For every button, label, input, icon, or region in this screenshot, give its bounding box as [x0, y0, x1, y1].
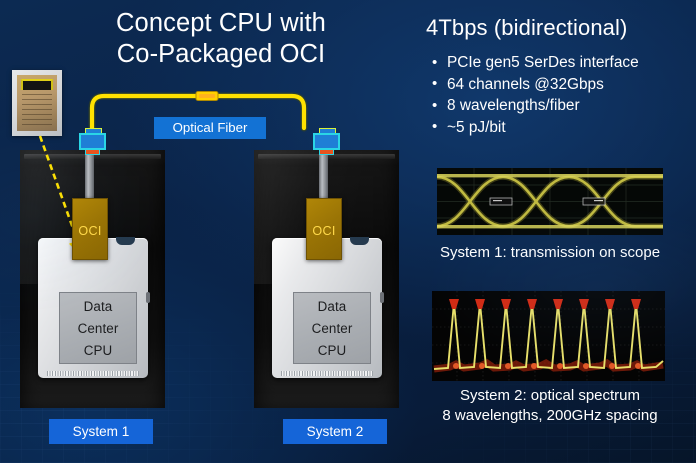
package-side-tab: [380, 292, 384, 303]
fiber-connector-2: [313, 128, 340, 157]
package-side-tab: [146, 292, 150, 303]
system-1-chassis: Data Center CPU OCI: [20, 138, 165, 408]
connector-body: [313, 133, 340, 150]
oci-chiplet-module: OCI: [306, 198, 342, 260]
ribbon-riser: [319, 143, 328, 203]
connector-latch: [319, 149, 334, 155]
page-title: Concept CPU with Co-Packaged OCI: [56, 8, 386, 70]
caption-line-1: System 2: optical spectrum: [459, 387, 641, 404]
cpu-die-line-3: CPU: [83, 343, 113, 358]
title-line-1: Concept CPU with: [116, 9, 326, 37]
oci-chiplet-module: OCI: [72, 198, 108, 260]
specs-heading: 4Tbps (bidirectional): [426, 15, 628, 40]
fiber-connector-1: [79, 128, 106, 157]
eye-diagram-caption: System 1: transmission on scope: [439, 244, 661, 261]
connector-body: [79, 133, 106, 150]
ribbon-riser: [85, 143, 94, 203]
module-fin-ridges: [22, 94, 52, 127]
package-notch: [350, 237, 369, 245]
system-2-badge: System 2: [283, 419, 387, 444]
specs-bullet-list: PCIe gen5 SerDes interface 64 channels @…: [430, 52, 692, 138]
optical-fiber-label: Optical Fiber: [154, 117, 266, 139]
system-2-chassis: Data Center CPU OCI: [254, 138, 399, 408]
title-line-2: Co-Packaged OCI: [116, 40, 326, 68]
list-item: 64 channels @32Gbps: [430, 73, 692, 96]
oci-module-inset-photo: [12, 70, 62, 136]
package-pins: [281, 371, 373, 376]
cpu-die-label: Data Center CPU: [59, 292, 137, 364]
system-1-badge: System 1: [49, 419, 153, 444]
cpu-die-line-1: Data: [83, 299, 113, 314]
cpu-package: Data Center CPU: [272, 237, 384, 378]
list-item: 8 wavelengths/fiber: [430, 95, 692, 117]
module-cap-strip: [21, 79, 53, 90]
eye-diagram-plot: [437, 168, 663, 235]
oci-label: OCI: [78, 224, 102, 238]
package-notch: [116, 237, 135, 245]
oci-label: OCI: [312, 224, 336, 238]
list-item: PCIe gen5 SerDes interface: [430, 52, 692, 74]
cpu-die-line-3: CPU: [317, 343, 347, 358]
connector-latch: [85, 149, 100, 155]
cpu-die-line-1: Data: [317, 299, 347, 314]
cpu-die-line-2: Center: [311, 321, 353, 336]
list-item: ~5 pJ/bit: [430, 116, 692, 139]
optical-spectrum-scope: [432, 291, 665, 381]
caption-line-2: 8 wavelengths, 200GHz spacing: [442, 407, 658, 424]
package-pins: [47, 371, 139, 376]
optical-spectrum-caption: System 2: optical spectrum 8 wavelengths…: [414, 386, 686, 426]
cpu-die-label: Data Center CPU: [293, 292, 371, 364]
cpu-package: Data Center CPU: [38, 237, 150, 378]
oci-module-photo: [17, 75, 57, 131]
optical-spectrum-plot: [432, 291, 665, 381]
cpu-die-line-2: Center: [77, 321, 119, 336]
eye-diagram-scope: [437, 168, 663, 235]
